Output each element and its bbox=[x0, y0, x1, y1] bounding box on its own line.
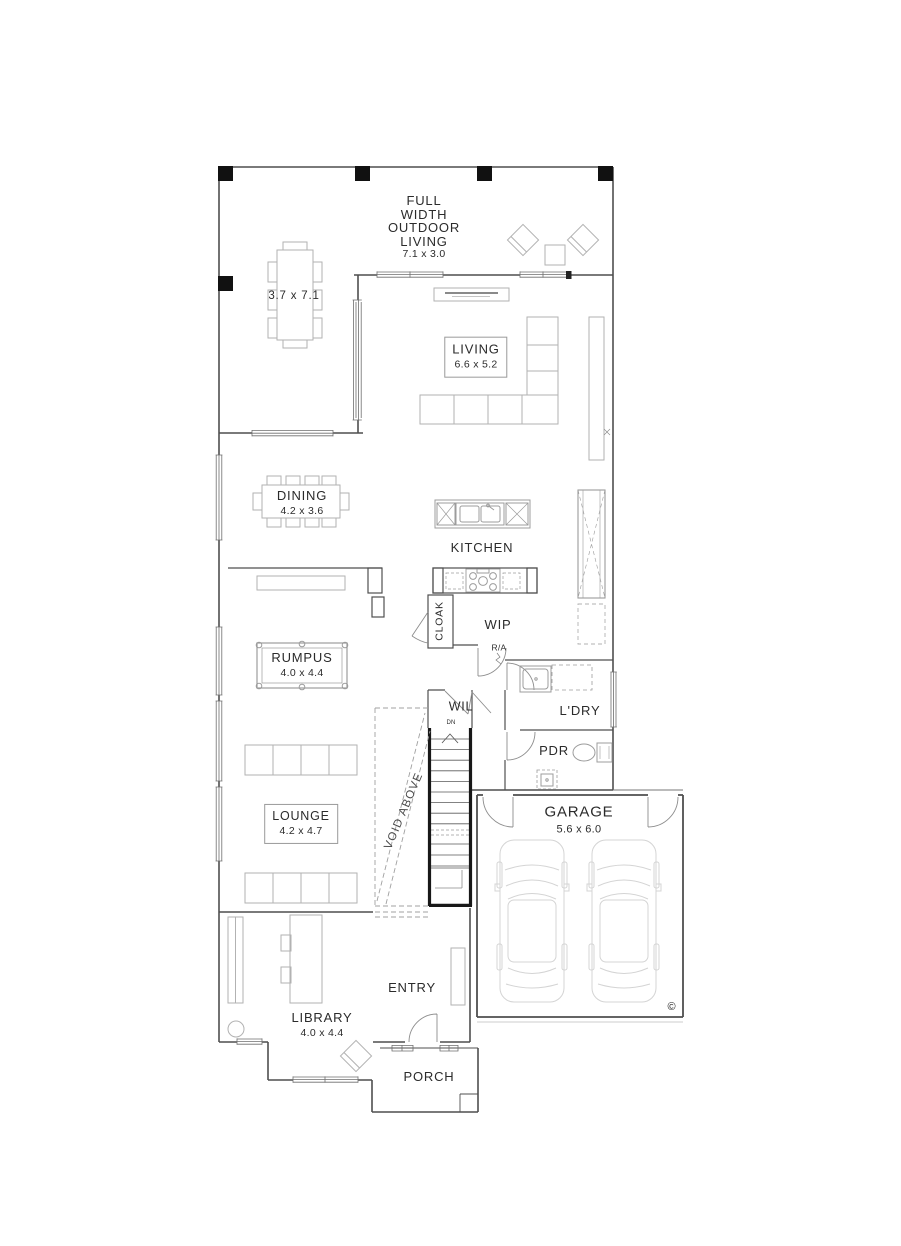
interior-walls bbox=[228, 567, 613, 1112]
return-air-grille bbox=[495, 652, 502, 665]
outdoor-living-line: FULL bbox=[406, 193, 442, 209]
lounge-sofas bbox=[244, 744, 358, 904]
furniture bbox=[227, 223, 613, 1073]
kitchen-island bbox=[434, 499, 531, 529]
room-label-lounge: LOUNGE 4.2 x 4.7 bbox=[264, 803, 338, 845]
label-return-air: R/A bbox=[491, 642, 507, 653]
outdoor-living-line: LIVING bbox=[400, 234, 448, 250]
room-label-entry: ENTRY bbox=[388, 980, 436, 996]
dimension-label-garage: 5.6 x 6.0 bbox=[556, 823, 602, 836]
room-label-garage: GARAGE 5.6 x 6.0 bbox=[545, 804, 614, 835]
fridge bbox=[577, 603, 606, 645]
room-label-cloak: CLOAK bbox=[433, 601, 446, 641]
dimension-label-living: 6.6 x 5.2 bbox=[454, 358, 498, 371]
car bbox=[586, 839, 662, 1003]
stairs-direction-label: DN bbox=[446, 719, 456, 726]
room-label-rumpus: RUMPUS 4.0 x 4.4 bbox=[271, 651, 332, 679]
pool-table bbox=[255, 640, 349, 691]
toilet bbox=[572, 742, 613, 763]
room-label-powder: PDR bbox=[539, 743, 569, 759]
room-label-laundry: L'DRY bbox=[559, 703, 601, 719]
room-label-porch: PORCH bbox=[403, 1069, 455, 1085]
car bbox=[494, 839, 570, 1003]
front-entry-door bbox=[408, 1013, 438, 1043]
garage-cars bbox=[494, 839, 662, 1003]
powder-basin bbox=[536, 769, 558, 790]
room-label-wil: WIL bbox=[448, 699, 474, 714]
void-above-area bbox=[374, 707, 431, 918]
living-sofa bbox=[419, 316, 559, 425]
outdoor-living-line: OUTDOOR bbox=[387, 220, 461, 236]
marker-x bbox=[603, 428, 611, 436]
garage-rear-door bbox=[647, 796, 679, 828]
doors bbox=[408, 611, 679, 1043]
dimension-label-dining: 4.2 x 3.6 bbox=[280, 504, 324, 517]
entry-console bbox=[450, 947, 466, 1006]
room-label-living: LIVING 6.6 x 5.2 bbox=[444, 336, 508, 378]
staircase bbox=[427, 728, 473, 907]
laundry-trough bbox=[519, 664, 593, 693]
exterior-walls bbox=[218, 166, 684, 1113]
cooktop bbox=[445, 568, 521, 593]
room-label-outdoor-living: FULL WIDTH OUTDOOR LIVING 7.1 x 3.0 bbox=[388, 194, 460, 260]
dining-table bbox=[252, 475, 350, 528]
living-name: LIVING bbox=[452, 341, 500, 357]
rumpus-name: RUMPUS bbox=[271, 650, 333, 666]
room-label-dining: DINING 4.2 x 3.6 bbox=[277, 489, 327, 517]
dimension-label-terrace: 3.7 x 7.1 bbox=[268, 289, 320, 302]
cloak-door bbox=[411, 611, 429, 644]
library-furniture bbox=[227, 914, 373, 1073]
dimension-label-library: 4.0 x 4.4 bbox=[300, 1026, 344, 1039]
media-unit bbox=[256, 575, 346, 591]
room-label-library: LIBRARY 4.0 x 4.4 bbox=[292, 1011, 353, 1039]
wip-door bbox=[477, 647, 507, 677]
library-name: LIBRARY bbox=[291, 1010, 353, 1026]
room-label-kitchen: KITCHEN bbox=[450, 540, 514, 556]
pantry bbox=[577, 489, 606, 599]
dimension-label-lounge: 4.2 x 4.7 bbox=[279, 825, 323, 838]
garage-name: GARAGE bbox=[544, 803, 614, 821]
columns bbox=[218, 166, 613, 291]
copyright-mark: © bbox=[667, 1001, 677, 1014]
powder-door bbox=[506, 731, 536, 761]
outdoor-table bbox=[267, 241, 323, 349]
wil-doors bbox=[444, 690, 492, 715]
tv-unit bbox=[433, 287, 510, 302]
outdoor-chairs bbox=[506, 223, 600, 266]
dimension-label-outdoor-living: 7.1 x 3.0 bbox=[402, 247, 446, 260]
dimension-label-rumpus: 4.0 x 4.4 bbox=[280, 666, 324, 679]
windows bbox=[215, 271, 617, 1083]
dining-name: DINING bbox=[276, 488, 328, 504]
room-label-wip: WIP bbox=[484, 617, 512, 633]
living-cabinet bbox=[588, 316, 605, 461]
lounge-name: LOUNGE bbox=[272, 808, 330, 823]
laundry-door bbox=[506, 662, 535, 691]
garage-internal-door bbox=[482, 796, 514, 828]
outdoor-living-line: WIDTH bbox=[400, 206, 448, 222]
